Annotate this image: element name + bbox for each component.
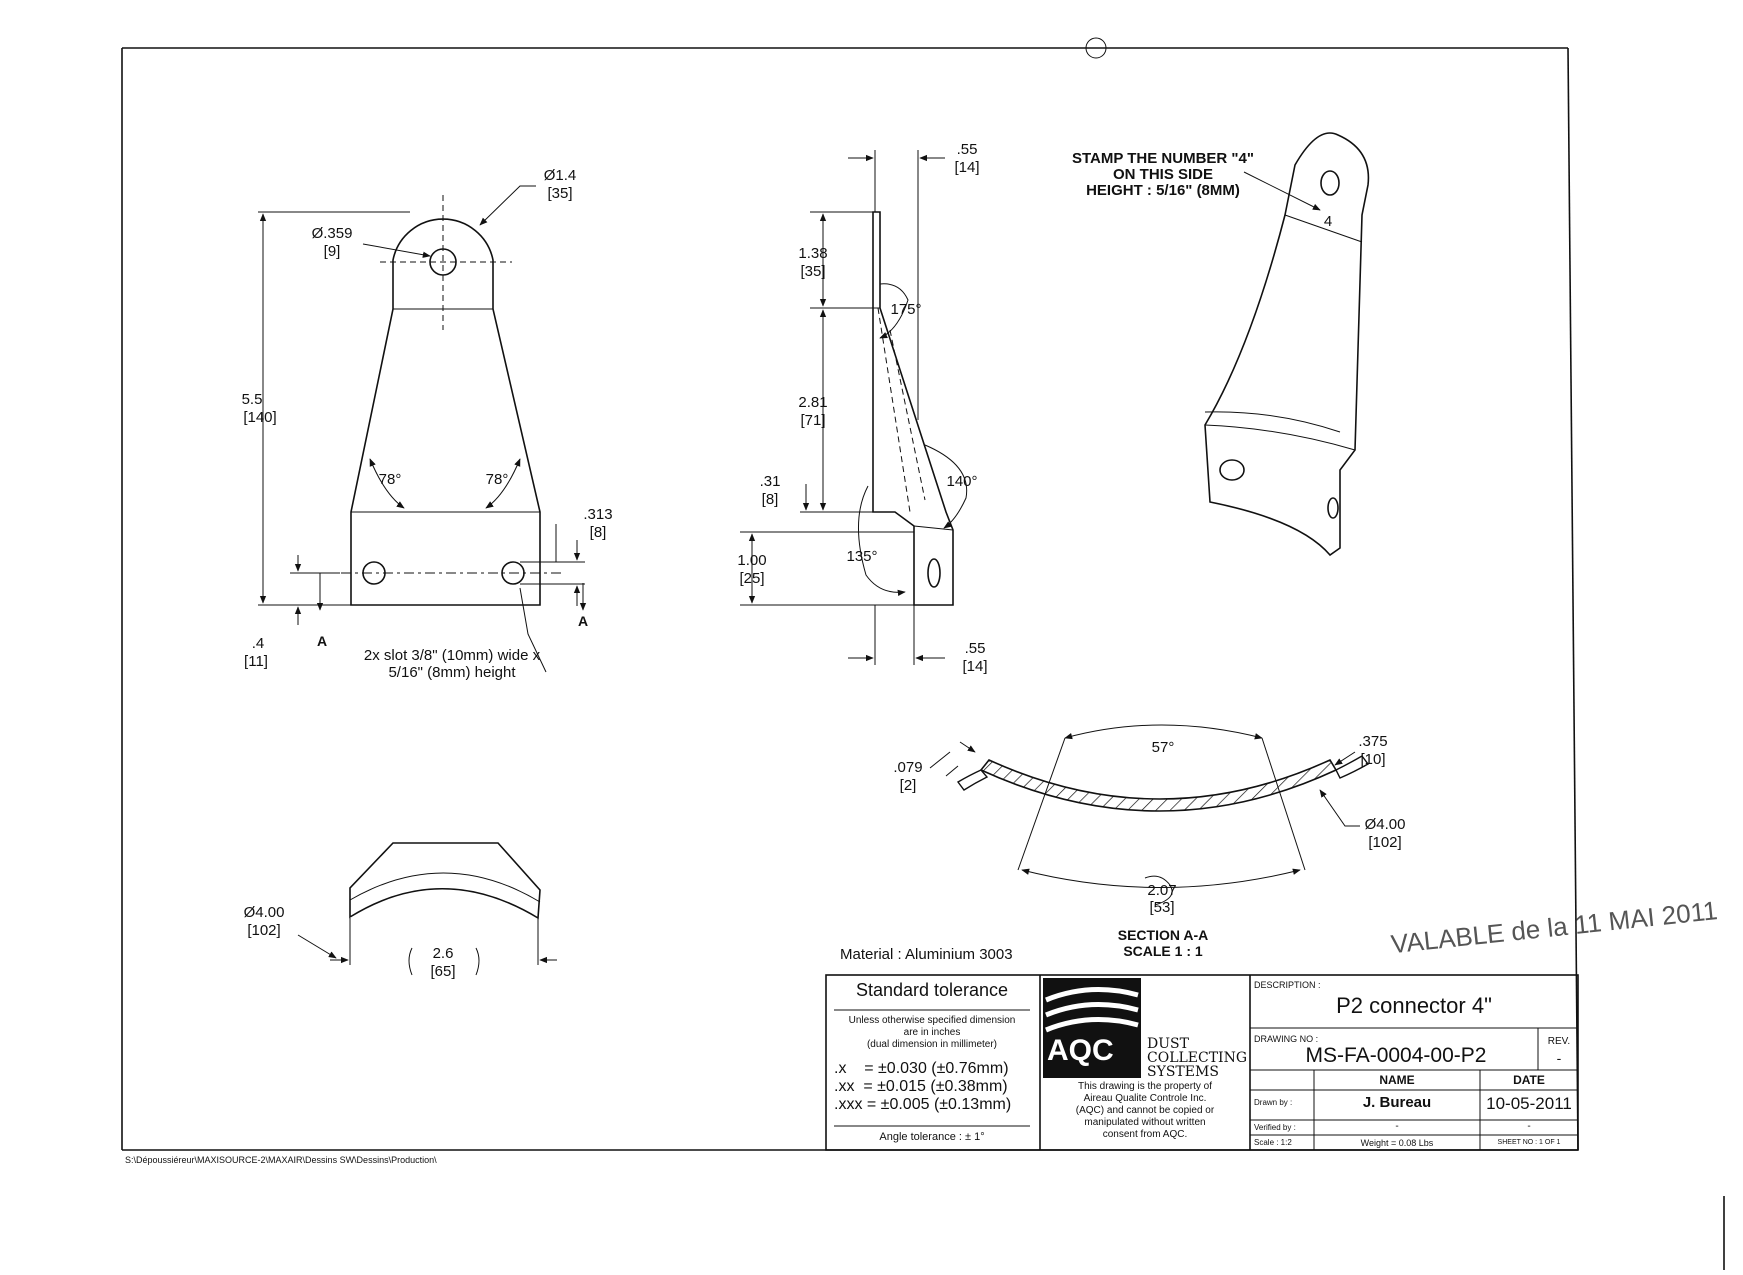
- drawn-date-value: 10-05-2011: [1486, 1094, 1572, 1113]
- stamp-note-line-1: STAMP THE NUMBER "4": [1072, 150, 1254, 167]
- dim-4-label: 1.00: [737, 552, 766, 569]
- logo-text: AQC: [1047, 1034, 1114, 1067]
- front-view: 5.5 [140] Ø.359 [9] Ø1.4 [35] 78° 78° .3…: [242, 167, 613, 681]
- side-view: .55 [14] 1.38 [35] 2.81 [71] .31 [8] 1.0…: [737, 141, 987, 675]
- angle-1-label: 175°: [890, 301, 921, 318]
- tolerance-note-2: are in inches: [903, 1027, 961, 1038]
- bottom-dia-mm-label: [102]: [247, 922, 280, 939]
- section-chord-label: 2.07: [1147, 882, 1176, 899]
- stamp-note-line-2: ON THIS SIDE: [1113, 166, 1213, 183]
- bottom-width-mm-label: [14]: [962, 658, 987, 675]
- dim-3-label: .31: [760, 473, 781, 490]
- registration-mark-icon: [1085, 37, 1107, 59]
- angle-left-label: 78°: [379, 471, 402, 488]
- height-label: 5.5: [242, 391, 263, 408]
- tolerance-note-1: Unless otherwise specified dimension: [848, 1015, 1016, 1026]
- section-scale: SCALE 1 : 1: [1123, 943, 1203, 959]
- tolerance-xx: .xx = ±0.015 (±0.38mm): [834, 1078, 1008, 1095]
- company-line-1: DUST: [1147, 1036, 1189, 1052]
- scale-label: Scale : 1:2: [1254, 1138, 1292, 1147]
- slot-note-line-1: 2x slot 3/8" (10mm) wide x: [364, 647, 541, 664]
- verified-by-label: Verified by :: [1254, 1123, 1296, 1132]
- company-line-3: SYSTEMS: [1147, 1064, 1219, 1080]
- bottom-width-label: 2.6: [433, 945, 454, 962]
- section-edge-label: .375: [1358, 733, 1387, 750]
- verified-by-value: -: [1395, 1121, 1399, 1132]
- sheet-number: SHEET NO : 1 OF 1: [1497, 1139, 1561, 1146]
- section-angle-label: 57°: [1152, 739, 1175, 756]
- weight-value: Weight = 0.08 Lbs: [1360, 1138, 1434, 1148]
- section-mark-right: A: [578, 613, 588, 629]
- property-line-5: consent from AQC.: [1102, 1129, 1188, 1140]
- stamp-mark: 4: [1324, 213, 1332, 230]
- description-value: P2 connector 4": [1336, 993, 1492, 1018]
- bottom-width-mm-label: [65]: [430, 963, 455, 980]
- section-dia-label: Ø4.00: [1365, 816, 1406, 833]
- material-label: Material : Aluminium 3003: [840, 946, 1013, 963]
- top-width-label: .55: [957, 141, 978, 158]
- title-block: [825, 974, 1579, 1151]
- section-edge-mm-label: [10]: [1360, 751, 1385, 768]
- property-line-1: This drawing is the property of: [1078, 1081, 1212, 1092]
- property-line-2: Aireau Qualite Controle Inc.: [1083, 1093, 1207, 1104]
- hole-dia-label: Ø.359: [312, 225, 353, 242]
- slot-offset-label: .313: [583, 506, 612, 523]
- dim-1-mm-label: [35]: [800, 263, 825, 280]
- company-line-2: COLLECTING: [1147, 1050, 1248, 1066]
- height-mm-label: [140]: [243, 409, 276, 426]
- date-header: DATE: [1513, 1073, 1545, 1087]
- top-width-mm-label: [14]: [954, 159, 979, 176]
- dim-2-mm-label: [71]: [800, 412, 825, 429]
- bottom-view: 2.6 [65] Ø4.00 [102]: [244, 842, 557, 980]
- description-label: DESCRIPTION :: [1254, 980, 1321, 990]
- angle-3-label: 135°: [846, 548, 877, 565]
- angle-tolerance: Angle tolerance : ± 1°: [879, 1131, 985, 1143]
- rev-label: REV.: [1547, 1036, 1571, 1047]
- verified-date-value: -: [1527, 1121, 1531, 1132]
- tolerance-x: .x = ±0.030 (±0.76mm): [834, 1060, 1009, 1077]
- drawing-no-value: MS-FA-0004-00-P2: [1305, 1044, 1487, 1067]
- tolerance-title: Standard tolerance: [855, 980, 1009, 1000]
- dim-1-label: 1.38: [798, 245, 827, 262]
- drawing-no-label: DRAWING NO :: [1254, 1034, 1319, 1044]
- tolerance-note-3: (dual dimension in millimeter): [866, 1039, 998, 1050]
- top-dia-label: Ø1.4: [544, 167, 577, 184]
- name-header: NAME: [1379, 1073, 1415, 1087]
- bottom-width-label: .55: [965, 640, 986, 657]
- rev-value: -: [1556, 1050, 1562, 1066]
- bottom-offset-label: .4: [252, 635, 265, 652]
- drawn-by-value: J. Bureau: [1362, 1094, 1432, 1111]
- isometric-view: 4 STAMP THE NUMBER "4" ON THIS SIDE HEIG…: [1072, 132, 1370, 557]
- hole-dia-mm-label: [9]: [324, 243, 341, 260]
- file-path: S:\Dépoussiéreur\MAXISOURCE-2\MAXAIR\Des…: [125, 1155, 437, 1165]
- dim-3-mm-label: [8]: [762, 491, 779, 508]
- approval-stamp: VALABLE de la 11 MAI 2011: [1389, 895, 1718, 959]
- section-dia-mm-label: [102]: [1368, 834, 1401, 851]
- dim-4-mm-label: [25]: [739, 570, 764, 587]
- section-thickness-mm-label: [2]: [900, 777, 917, 794]
- bottom-dia-label: Ø4.00: [244, 904, 285, 921]
- section-thickness-label: .079: [893, 759, 922, 776]
- dim-2-label: 2.81: [798, 394, 827, 411]
- property-line-3: (AQC) and cannot be copied or: [1075, 1105, 1215, 1116]
- section-chord-mm-label: [53]: [1149, 899, 1174, 916]
- section-mark-left: A: [317, 633, 327, 649]
- section-a-a: 57° 2.07 [53] .079 [2] .375 [10] Ø4.00 […: [893, 724, 1406, 959]
- stamp-note-line-3: HEIGHT : 5/16" (8MM): [1086, 182, 1240, 199]
- slot-note-line-2: 5/16" (8mm) height: [388, 664, 516, 681]
- top-dia-mm-label: [35]: [547, 185, 572, 202]
- property-line-4: manipulated without written: [1084, 1117, 1206, 1128]
- angle-2-label: 140°: [946, 473, 977, 490]
- section-title: SECTION A-A: [1118, 927, 1208, 943]
- bottom-offset-mm-label: [11]: [244, 653, 268, 670]
- angle-right-label: 78°: [486, 471, 509, 488]
- slot-offset-mm-label: [8]: [590, 524, 607, 541]
- tolerance-xxx: .xxx = ±0.005 (±0.13mm): [834, 1096, 1012, 1113]
- drawn-by-label: Drawn by :: [1254, 1098, 1293, 1107]
